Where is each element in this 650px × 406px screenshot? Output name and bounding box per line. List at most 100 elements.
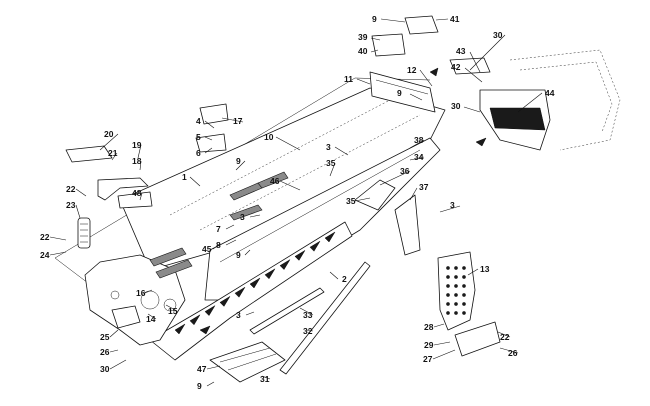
- leader-line: [109, 359, 127, 370]
- flap-hole: [454, 293, 458, 297]
- small-parts-left: [65, 103, 229, 329]
- callout-1: 1: [182, 172, 187, 182]
- leader-line: [463, 106, 481, 113]
- front-bumper: [97, 177, 149, 201]
- callout-4: 4: [196, 116, 201, 126]
- callout-9e: 9: [197, 381, 202, 391]
- callout-18: 18: [132, 156, 142, 166]
- callout-12: 12: [407, 65, 417, 75]
- leader-line: [409, 156, 425, 161]
- leader-line: [370, 49, 379, 53]
- leader-line: [261, 375, 271, 380]
- callout-21: 21: [108, 148, 118, 158]
- leader-line: [409, 139, 425, 149]
- truss-cutout: [294, 250, 306, 261]
- direction-arrows: [199, 67, 487, 335]
- leader-line: [249, 214, 261, 218]
- top-hardware: [371, 15, 491, 75]
- callout-47: 47: [197, 364, 207, 374]
- leader-line: [221, 117, 244, 123]
- callout-48: 48: [132, 188, 142, 198]
- leader-line: [75, 204, 81, 219]
- leader-line: [139, 160, 142, 171]
- leader-line: [99, 133, 119, 151]
- callout-9b: 9: [397, 88, 402, 98]
- callout-29: 29: [424, 340, 434, 350]
- leader-line: [419, 69, 433, 87]
- callout-22c: 22: [500, 332, 510, 342]
- callout-8: 8: [216, 240, 221, 250]
- callout-10: 10: [264, 132, 274, 142]
- flap-hole: [446, 284, 450, 288]
- callout-35: 35: [326, 158, 336, 168]
- callout-30b: 30: [451, 101, 461, 111]
- flap-hole: [462, 266, 466, 270]
- leader-line: [189, 176, 201, 187]
- leader-line: [435, 18, 449, 21]
- callout-19: 19: [132, 140, 142, 150]
- callout-46: 46: [270, 176, 280, 186]
- leader-line: [497, 331, 511, 338]
- leader-line: [204, 120, 215, 129]
- callout-34: 34: [414, 152, 424, 162]
- callout-27: 27: [423, 354, 433, 364]
- truss-cutout: [279, 259, 291, 271]
- callout-30c: 30: [100, 364, 110, 374]
- leader-line: [439, 205, 461, 213]
- leader-line: [212, 243, 221, 250]
- leader-line: [469, 51, 481, 73]
- leader-line: [517, 92, 543, 113]
- callout-6: 6: [196, 148, 201, 158]
- leader-line: [469, 34, 506, 71]
- callout-11: 11: [344, 74, 353, 84]
- deck-ribs: [149, 171, 289, 279]
- callout-38: 38: [414, 135, 424, 145]
- snowflap-assembly: [437, 251, 501, 357]
- flap-hole: [446, 275, 450, 279]
- callout-33: 33: [303, 310, 313, 320]
- leader-line: [433, 341, 451, 346]
- leader-line: [137, 144, 142, 159]
- tunnel-right-side: [204, 137, 441, 301]
- callout-20: 20: [104, 129, 114, 139]
- leader-line: [370, 37, 381, 41]
- truss-cutout: [174, 323, 186, 335]
- leader-line: [279, 180, 301, 191]
- flap-hole: [454, 275, 458, 279]
- leader-line: [147, 313, 157, 320]
- leader-line: [433, 323, 445, 328]
- flap-hole: [446, 266, 450, 270]
- flap-hole: [454, 284, 458, 288]
- truss-cutout: [204, 305, 216, 317]
- flap-hole: [462, 302, 466, 306]
- flap-hole: [446, 302, 450, 306]
- leader-line: [356, 78, 371, 85]
- leader-line: [225, 224, 235, 230]
- leader-line: [206, 365, 221, 370]
- callout-2: 2: [342, 274, 347, 284]
- flap-hole: [462, 284, 466, 288]
- leader-line: [299, 307, 314, 316]
- callout-36: 36: [400, 166, 410, 176]
- callout-43: 43: [456, 46, 466, 56]
- truss-cutout: [234, 286, 246, 298]
- callout-42: 42: [451, 62, 461, 72]
- leader-line: [432, 349, 456, 360]
- leader-line: [244, 249, 251, 256]
- rear-bracket: [354, 179, 421, 256]
- leader-line: [144, 289, 153, 294]
- callout-35b: 35: [346, 196, 356, 206]
- leader-line: [109, 349, 119, 353]
- leader-line: [305, 329, 314, 332]
- callout-23: 23: [66, 200, 76, 210]
- leader-line: [379, 170, 411, 186]
- flap-hole: [454, 266, 458, 270]
- callout-labels: 9 41 39 40 30 43 42 12 11 9 44 30 4 17 2…: [40, 14, 555, 391]
- callout-40: 40: [358, 46, 368, 56]
- flap-hole: [446, 311, 450, 315]
- callout-9d: 9: [236, 250, 241, 260]
- flap-hole: [462, 275, 466, 279]
- callout-13: 13: [480, 264, 490, 274]
- truss-cutout: [324, 231, 336, 243]
- leader-line: [204, 136, 213, 141]
